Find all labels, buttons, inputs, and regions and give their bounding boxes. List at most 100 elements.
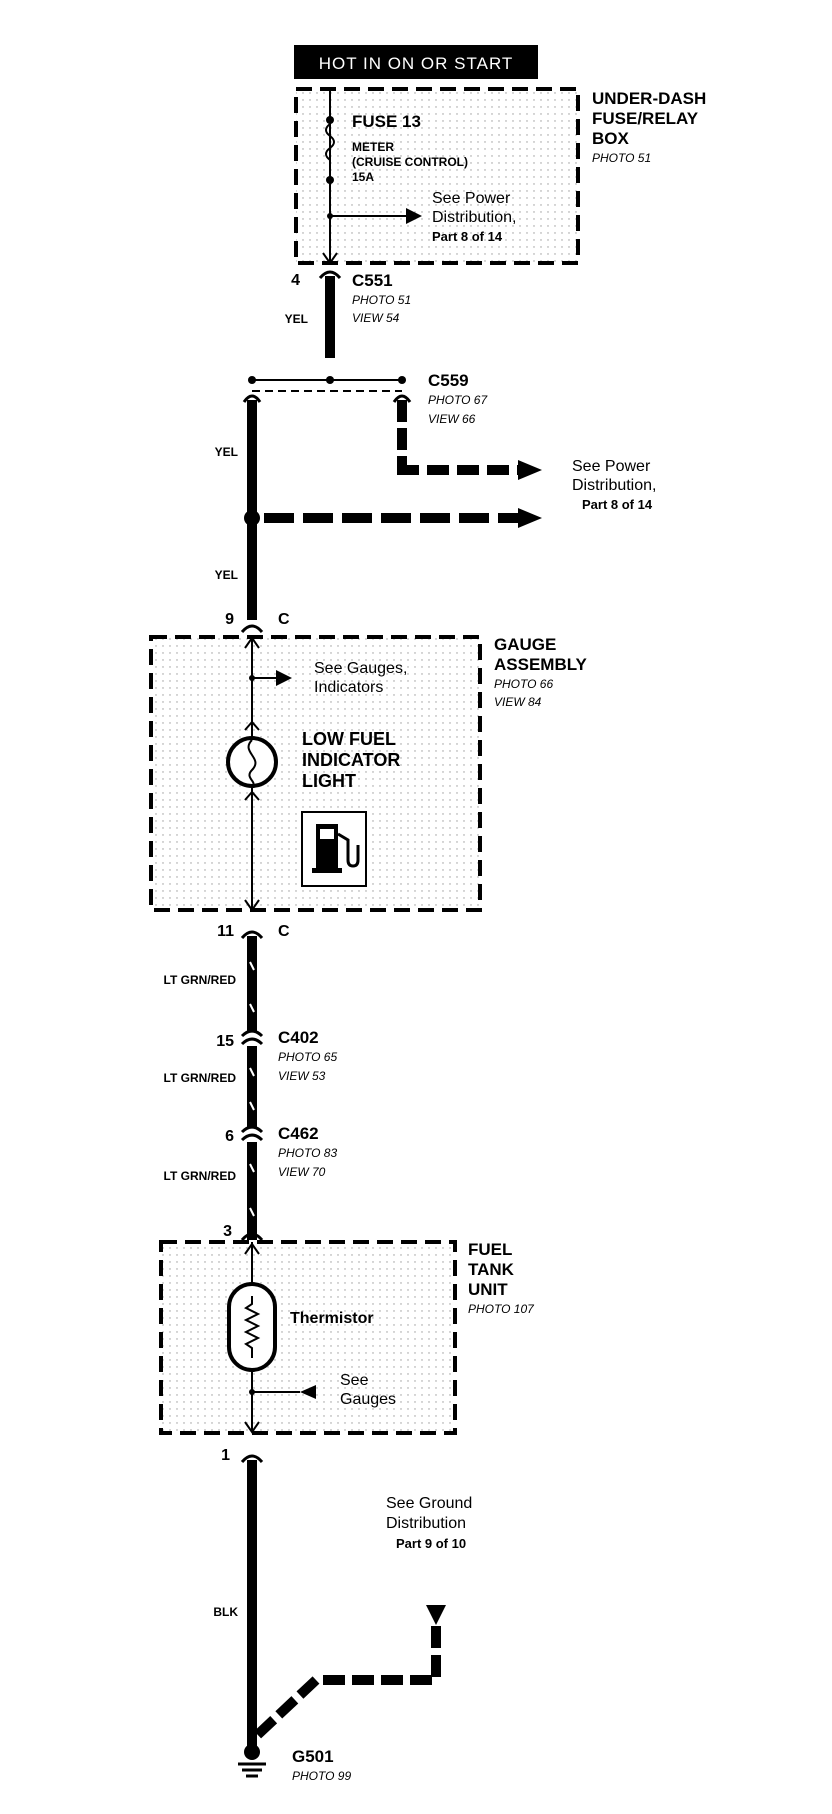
low-fuel-light-3: LIGHT	[302, 771, 356, 791]
fusebox-exit-arrow	[322, 252, 338, 265]
fusebox-photo: PHOTO 51	[592, 151, 651, 165]
wire-grn-2-stripe-b	[249, 1101, 255, 1111]
gauge-title-2: ASSEMBLY	[494, 655, 588, 674]
gauge-title-1: GAUGE	[494, 635, 556, 654]
c559-dot-mid	[326, 376, 334, 384]
gauge-entry-arrow	[244, 636, 260, 649]
fusebox-ref-2: Distribution,	[432, 209, 516, 226]
thermistor-body	[227, 1282, 277, 1372]
tank-exit-arrow	[244, 1421, 260, 1434]
c462-connector-top	[240, 1125, 264, 1134]
fusebox-title-1: UNDER-DASH	[592, 89, 706, 108]
c462-pin: 6	[225, 1128, 234, 1145]
gauge-conn-out: C	[278, 923, 290, 940]
wire-grn-3	[247, 1142, 257, 1240]
ground-ref-arrow	[426, 1605, 446, 1625]
c551-connector	[318, 270, 342, 280]
tank-connector-in	[240, 1232, 264, 1242]
wire-blk	[247, 1460, 257, 1748]
c462-view: VIEW 70	[278, 1165, 326, 1179]
c551-photo: PHOTO 51	[352, 293, 411, 307]
tank-outline	[159, 1240, 457, 1435]
c559-ref-3: Part 8 of 14	[582, 497, 653, 512]
wire-yel-1	[325, 276, 335, 358]
wire-grn-1-stripe-b	[249, 1003, 255, 1013]
low-fuel-light-1: LOW FUEL	[302, 729, 396, 749]
bulb-filament	[247, 739, 257, 787]
c462-name: C462	[278, 1124, 319, 1143]
wire-grn-1-stripe-a	[249, 961, 255, 971]
gauge-pin-in: 9	[225, 611, 234, 628]
c402-pin: 15	[216, 1033, 234, 1050]
gauge-connector-in	[240, 624, 264, 634]
wire-yel-3-label: YEL	[215, 568, 238, 582]
fuse-name: FUSE 13	[352, 112, 421, 131]
c559-dot-right	[398, 376, 406, 384]
c559-dot-left	[248, 376, 256, 384]
c551-view: VIEW 54	[352, 311, 400, 325]
tank-title-2: TANK	[468, 1260, 515, 1279]
c559-name: C559	[428, 371, 469, 390]
gauge-photo: PHOTO 66	[494, 677, 553, 691]
c559-connector-right	[392, 394, 412, 403]
gauge-exit-arrow	[244, 899, 260, 912]
gauge-bulb-top-chevron	[244, 720, 260, 731]
c402-view: VIEW 53	[278, 1069, 326, 1083]
fusebox-title-3: BOX	[592, 129, 630, 148]
wire-grn-1-label: LT GRN/RED	[164, 973, 237, 987]
tank-ref-1: See	[340, 1372, 369, 1389]
splice-dot	[244, 510, 260, 526]
c402-name: C402	[278, 1028, 319, 1047]
wire-grn-3-stripe-a	[249, 1163, 255, 1173]
splice-branch-arrow	[518, 508, 542, 528]
c559-photo: PHOTO 67	[428, 393, 488, 407]
g501-name: G501	[292, 1747, 334, 1766]
fusebox-outline	[294, 87, 580, 265]
c559-ref-1: See Power	[572, 458, 651, 475]
fuse-desc-2: (CRUISE CONTROL)	[352, 155, 468, 169]
c559-ref-2: Distribution,	[572, 477, 656, 494]
fusebox-ref-1: See Power	[432, 190, 511, 207]
c462-connector-bottom	[240, 1133, 264, 1142]
fuse-rating: 15A	[352, 170, 374, 184]
gauge-ref-2: Indicators	[314, 679, 383, 696]
fuel-pump-icon	[301, 811, 367, 887]
wire-yel-3	[247, 524, 257, 620]
banner-text: HOT IN ON OR START	[319, 54, 514, 73]
wire-grn-2	[247, 1046, 257, 1128]
ground-ref-1: See Ground	[386, 1495, 472, 1512]
tank-connector-out	[240, 1454, 264, 1464]
ground-ref-2: Distribution	[386, 1515, 466, 1532]
gauge-connector-out	[240, 930, 264, 940]
c559-connector-left	[242, 394, 262, 403]
ground-ref-3: Part 9 of 10	[396, 1536, 466, 1551]
wire-blk-label: BLK	[213, 1605, 238, 1619]
wire-grn-1	[247, 936, 257, 1032]
fusebox-title-2: FUSE/RELAY	[592, 109, 699, 128]
tank-title-1: FUEL	[468, 1240, 512, 1259]
c462-photo: PHOTO 83	[278, 1146, 337, 1160]
thermistor-symbol	[243, 1296, 261, 1358]
tank-pin-in: 3	[223, 1223, 232, 1240]
c551-name: C551	[352, 271, 393, 290]
gauge-bulb-bottom-chevron	[244, 790, 260, 801]
tank-ref-2: Gauges	[340, 1391, 396, 1408]
wire-grn-3-stripe-b	[249, 1207, 255, 1217]
thermistor-label: Thermistor	[290, 1310, 374, 1327]
fuse-bottom-dot	[326, 176, 334, 184]
fuse-desc-1: METER	[352, 140, 394, 154]
wire-grn-3-label: LT GRN/RED	[164, 1169, 237, 1183]
gauge-conn-in: C	[278, 611, 290, 628]
c402-connector-bottom	[240, 1037, 264, 1046]
tank-photo: PHOTO 107	[468, 1302, 535, 1316]
ground-symbol-icon	[238, 1744, 266, 1778]
gauge-pin-out: 11	[217, 923, 234, 940]
banner-box	[294, 45, 538, 79]
tank-pin-out: 1	[221, 1447, 230, 1464]
c402-connector-top	[240, 1029, 264, 1038]
wire-grn-2-stripe-a	[249, 1067, 255, 1077]
fuse-symbol	[325, 123, 335, 161]
tank-ref-arrow	[300, 1385, 316, 1399]
ground-ref-wire	[248, 1626, 441, 1744]
